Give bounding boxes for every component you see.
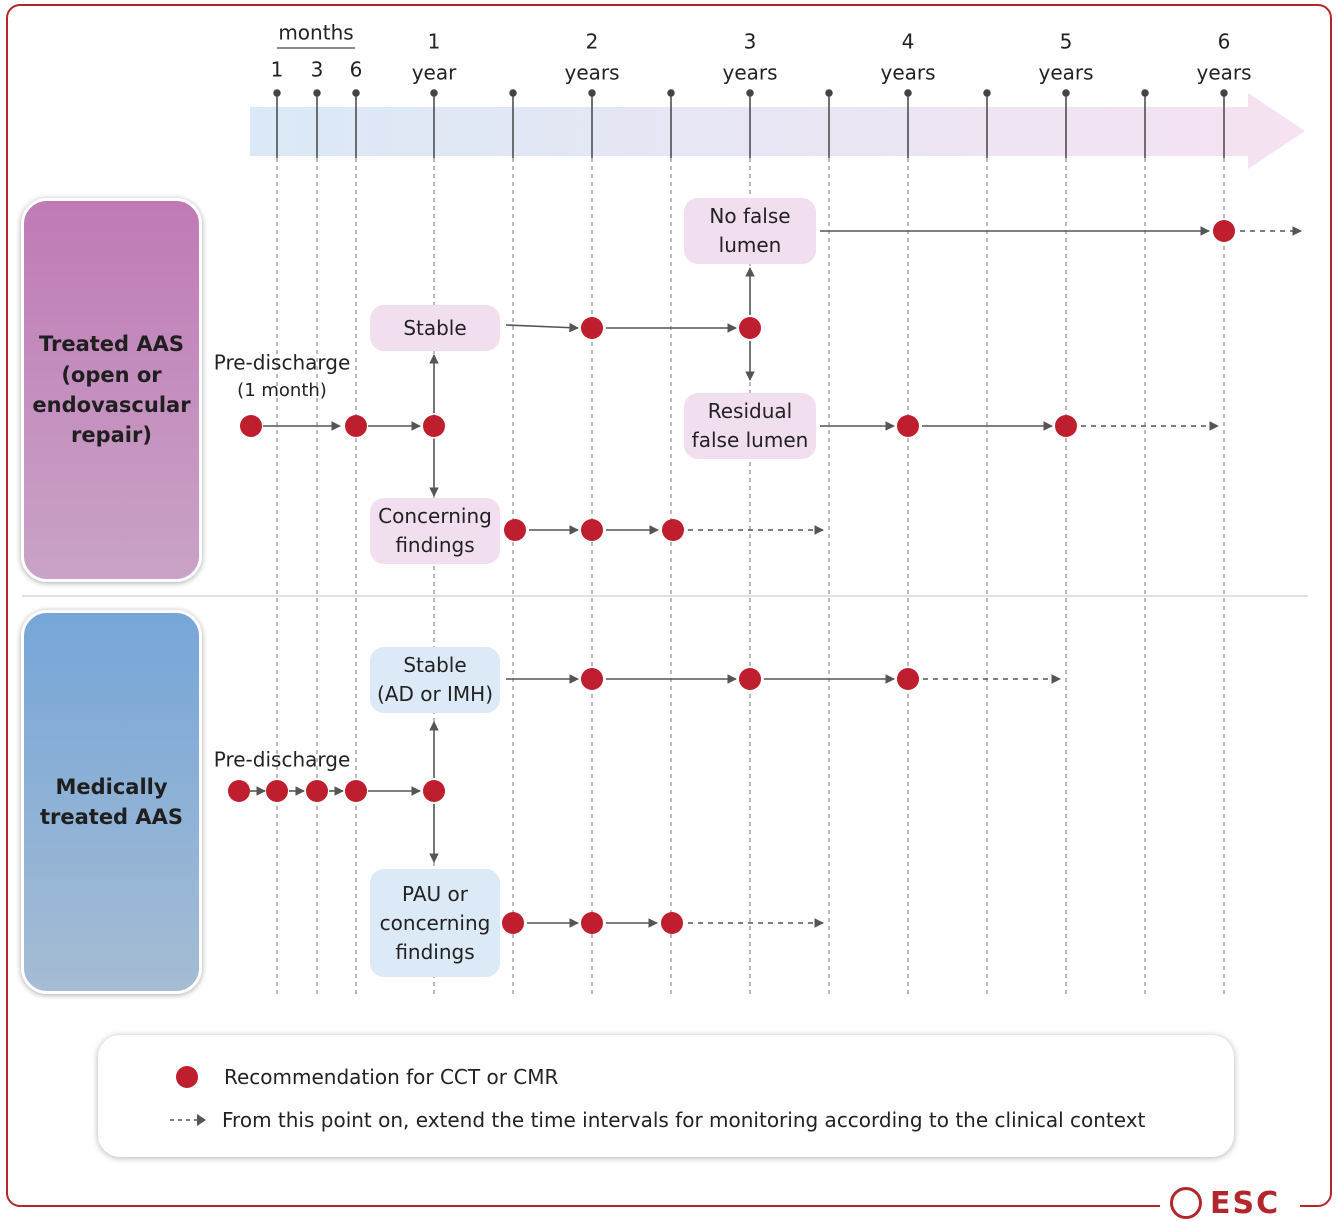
year-number: 2 xyxy=(585,29,599,54)
imaging-dot xyxy=(581,519,603,541)
imaging-dot xyxy=(423,780,445,802)
residual-line: Residual xyxy=(707,399,793,423)
months-header: months xyxy=(278,20,354,45)
year-word: years xyxy=(564,60,620,85)
pau-line: PAU or xyxy=(402,881,468,906)
legend: Recommendation for CCT or CMR From this … xyxy=(98,1035,1234,1157)
pau-concerning-box: PAU or concerning findings xyxy=(370,869,500,977)
medical-dashed-arrows xyxy=(688,674,1061,928)
imaging-dot xyxy=(581,317,603,339)
treated-aas-line: repair) xyxy=(71,423,152,448)
legend-dot-row: Recommendation for CCT or CMR xyxy=(98,1065,558,1089)
legend-dot-text: Recommendation for CCT or CMR xyxy=(224,1065,559,1089)
pre-discharge-label: Pre-discharge xyxy=(213,747,351,772)
treated-aas-line: (open or xyxy=(61,362,162,387)
timeline-band xyxy=(250,93,1305,169)
treated-aas-panel: Treated AAS (open or endovascular repair… xyxy=(21,198,202,582)
imaging-dot xyxy=(739,668,761,690)
year-number: 4 xyxy=(901,29,915,54)
pau-line: concerning xyxy=(379,910,491,935)
imaging-dot xyxy=(502,912,524,934)
imaging-dot xyxy=(897,415,919,437)
year-number: 1 xyxy=(427,29,441,54)
legend-arrow-text: From this point on, extend the time inte… xyxy=(222,1108,1146,1132)
no-false-lumen-box: No false lumen xyxy=(684,198,816,264)
stable-line: Stable xyxy=(403,653,467,677)
year-word: years xyxy=(1196,60,1252,85)
year-word: years xyxy=(880,60,936,85)
imaging-dot xyxy=(1055,415,1077,437)
imaging-dot xyxy=(581,668,603,690)
imaging-dot xyxy=(423,415,445,437)
year-number: 3 xyxy=(743,29,757,54)
imaging-dot xyxy=(266,780,288,802)
red-dot-icon xyxy=(176,1066,198,1088)
treated-aas-line: endovascular xyxy=(32,393,191,417)
imaging-dot xyxy=(662,519,684,541)
pre-discharge-sublabel: (1 month) xyxy=(237,379,327,401)
month-label: 1 xyxy=(270,57,284,82)
esc-logo: ESC xyxy=(1160,1185,1300,1221)
figure-frame xyxy=(6,4,1332,1207)
imaging-dot xyxy=(504,519,526,541)
esc-logo-text: ESC xyxy=(1210,1185,1281,1221)
imaging-dot xyxy=(240,415,262,437)
year-word: year xyxy=(411,60,457,85)
treated-dashed-arrows xyxy=(688,226,1302,535)
treated-arrows xyxy=(263,226,1210,535)
treated-aas-line: Treated AAS xyxy=(38,332,185,357)
imaging-dot xyxy=(228,780,250,802)
imaging-dot xyxy=(661,912,683,934)
esc-heart-icon xyxy=(1170,1187,1202,1219)
legend-arrow-row: From this point on, extend the time inte… xyxy=(98,1108,1145,1132)
stable-box: Stable xyxy=(370,305,500,351)
pre-discharge-label: Pre-discharge xyxy=(213,350,351,375)
month-label: 6 xyxy=(349,57,363,82)
year-word: years xyxy=(722,60,778,85)
imaging-dot xyxy=(581,912,603,934)
year-word: years xyxy=(1038,60,1094,85)
year-number: 5 xyxy=(1059,29,1073,54)
medical-arrows xyxy=(250,674,895,928)
concerning-line: findings xyxy=(395,533,475,557)
medical-aas-line: Medically xyxy=(55,774,168,799)
imaging-dot xyxy=(345,415,367,437)
treated-dots xyxy=(240,220,1235,541)
medical-aas-line: treated AAS xyxy=(39,805,184,829)
residual-line: false lumen xyxy=(691,428,809,452)
stable-line: (AD or IMH) xyxy=(376,682,494,706)
medical-dots xyxy=(228,668,919,934)
stable-ad-imh-box: Stable (AD or IMH) xyxy=(370,647,500,713)
concerning-findings-box: Concerning findings xyxy=(370,498,500,564)
concerning-line: Concerning xyxy=(378,504,492,528)
imaging-dot xyxy=(897,668,919,690)
residual-false-lumen-box: Residual false lumen xyxy=(684,393,816,459)
tick-marks xyxy=(273,89,1228,158)
imaging-dot xyxy=(306,780,328,802)
imaging-dot xyxy=(345,780,367,802)
year-number: 6 xyxy=(1217,29,1231,54)
month-label: 3 xyxy=(310,57,324,82)
no-false-lumen-line: No false xyxy=(709,204,791,228)
stable-label: Stable xyxy=(403,315,467,340)
pau-line: findings xyxy=(395,939,475,964)
dashed-arrow-icon xyxy=(170,1114,206,1126)
imaging-dot xyxy=(739,317,761,339)
gridlines xyxy=(276,158,1225,996)
medically-treated-aas-panel: Medically treated AAS xyxy=(21,610,202,994)
no-false-lumen-line: lumen xyxy=(718,233,782,257)
imaging-dot xyxy=(1213,220,1235,242)
